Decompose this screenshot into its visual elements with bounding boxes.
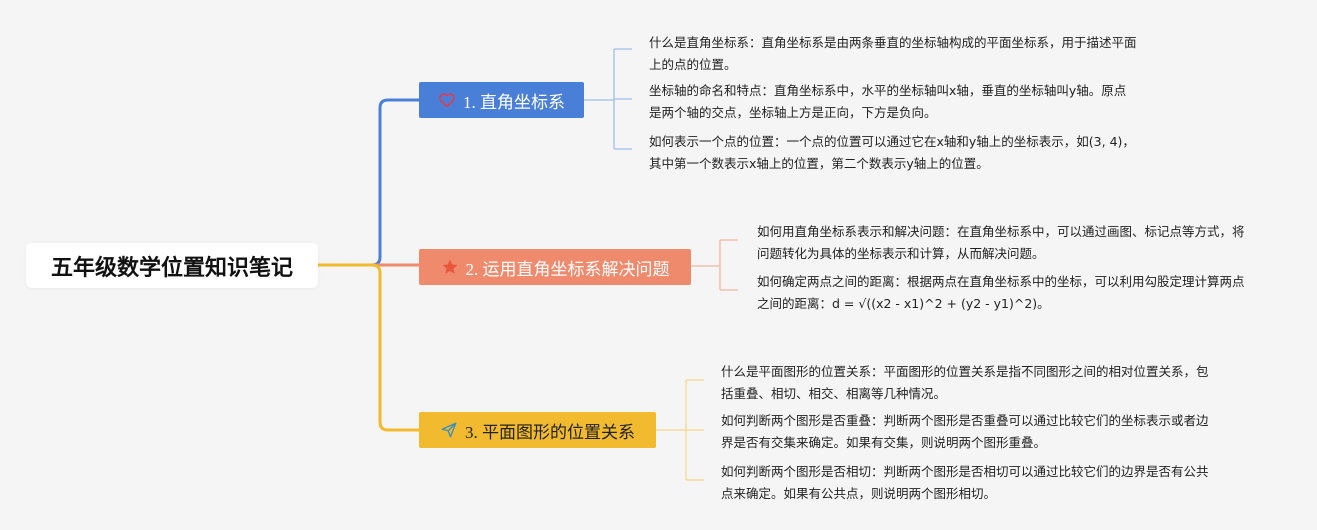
branch-3-note-3[interactable]: 如何判断两个图形是否相切：判断两个图形是否相切可以通过比较它们的边界是否有公共点… <box>721 464 1209 501</box>
connector-branch-1-notes <box>584 48 632 150</box>
branch-3-note-2[interactable]: 如何判断两个图形是否重叠：判断两个图形是否重叠可以通过比较它们的坐标表示或者边界… <box>721 413 1209 450</box>
branch-3-label: 3. 平面图形的位置关系 <box>465 422 635 442</box>
branch-1-label: 1. 直角坐标系 <box>463 92 565 112</box>
branch-1-node[interactable]: 1. 直角坐标系 <box>419 82 584 118</box>
star-icon <box>441 258 459 276</box>
branch-1-note-1[interactable]: 什么是直角坐标系：直角坐标系是由两条垂直的坐标轴构成的平面坐标系，用于描述平面上… <box>649 35 1137 72</box>
root-title: 五年级数学位置知识笔记 <box>50 255 293 281</box>
root-topic[interactable]: 五年级数学位置知识笔记 <box>26 243 318 288</box>
heart-icon <box>438 92 456 108</box>
branch-2-note-1[interactable]: 如何用直角坐标系表示和解决问题：在直角坐标系中，可以通过画图、标记点等方式，将问… <box>757 224 1245 261</box>
branch-2-label: 2. 运用直角坐标系解决问题 <box>465 259 670 279</box>
connector-root-to-branch-1 <box>318 98 419 267</box>
branch-3-node[interactable]: 3. 平面图形的位置关系 <box>419 412 656 448</box>
connector-branch-3-notes <box>656 379 704 481</box>
connector-root-to-branch-3 <box>318 263 419 432</box>
paper-plane-icon <box>440 421 458 439</box>
branch-1-note-2[interactable]: 坐标轴的命名和特点：直角坐标系中，水平的坐标轴叫x轴，垂直的坐标轴叫y轴。原点是… <box>649 83 1127 120</box>
branch-2-node[interactable]: 2. 运用直角坐标系解决问题 <box>419 249 691 285</box>
connector-branch-2-notes <box>691 239 738 291</box>
branch-2-note-2[interactable]: 如何确定两点之间的距离：根据两点在直角坐标系中的坐标，可以利用勾股定理计算两点之… <box>757 274 1245 311</box>
branch-1-note-3[interactable]: 如何表示一个点的位置：一个点的位置可以通过它在x轴和y轴上的坐标表示，如(3, … <box>649 134 1135 171</box>
branch-3-note-1[interactable]: 什么是平面图形的位置关系：平面图形的位置关系是指不同图形之间的相对位置关系，包括… <box>721 364 1209 401</box>
